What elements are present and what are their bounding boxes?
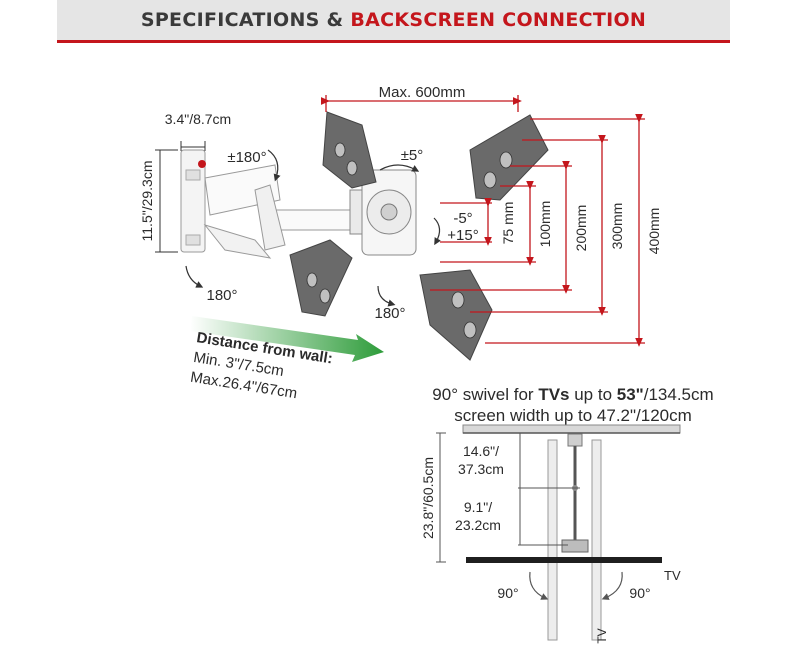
arm-long-line2: 37.3cm xyxy=(458,461,504,477)
swivel-info-line2: screen width up to 47.2"/120cm xyxy=(454,406,692,425)
vesa-300-label: 300mm xyxy=(609,203,625,250)
angle-left-label: 90° xyxy=(497,585,518,601)
tilt-minus-label: -5° xyxy=(453,210,472,227)
red-dot-icon xyxy=(198,160,206,168)
total-depth-label: 23.8"/60.5cm xyxy=(420,457,436,539)
plate-height-label: 11.5"/29.3cm xyxy=(139,161,155,242)
header-title-accent: BACKSCREEN CONNECTION xyxy=(350,9,647,31)
tv-label: TV xyxy=(664,568,681,583)
top-view-mount xyxy=(547,433,602,641)
plate-dimension-lines xyxy=(155,141,206,253)
vesa-bracket-arms xyxy=(289,111,549,361)
section-header: SPECIFICATIONS & BACKSCREEN CONNECTION xyxy=(57,0,730,43)
swivel-arrows xyxy=(185,149,441,307)
arm-long-line1: 14.6"/ xyxy=(463,443,499,459)
arm-short-line1: 9.1"/ xyxy=(464,499,492,515)
swivel-left-label: 180° xyxy=(206,287,237,304)
vesa-200-label: 200mm xyxy=(573,205,589,252)
top-view-swivel-arrows xyxy=(529,571,623,600)
vesa-75-label: 75 mm xyxy=(500,202,516,245)
rotation-label: ±5° xyxy=(401,147,424,164)
vesa-400-label: 400mm xyxy=(646,208,662,255)
swivel-top-label: ±180° xyxy=(227,149,266,166)
vesa-dimension-lines xyxy=(320,95,645,347)
arm-short-line2: 23.2cm xyxy=(455,517,501,533)
wall-plate xyxy=(180,149,206,253)
swivel-right-label: 180° xyxy=(374,305,405,322)
tv-rotated-label: TV xyxy=(595,628,609,643)
tilt-plus-label: +15° xyxy=(447,227,478,244)
swivel-info-line1: 90° swivel for TVs up to 53"/134.5cm xyxy=(432,385,713,404)
mount-arms xyxy=(203,164,373,259)
top-view-wall xyxy=(462,424,681,434)
max-width-label: Max. 600mm xyxy=(379,84,466,101)
tilt-head xyxy=(349,169,417,256)
header-title: SPECIFICATIONS & BACKSCREEN CONNECTION xyxy=(140,9,647,31)
top-view-tv xyxy=(466,557,662,563)
angle-right-label: 90° xyxy=(629,585,650,601)
vesa-100-label: 100mm xyxy=(537,201,553,248)
distance-arrow xyxy=(190,316,384,362)
plate-width-label: 3.4"/8.7cm xyxy=(165,111,231,127)
top-view-dimension-lines xyxy=(436,432,580,563)
